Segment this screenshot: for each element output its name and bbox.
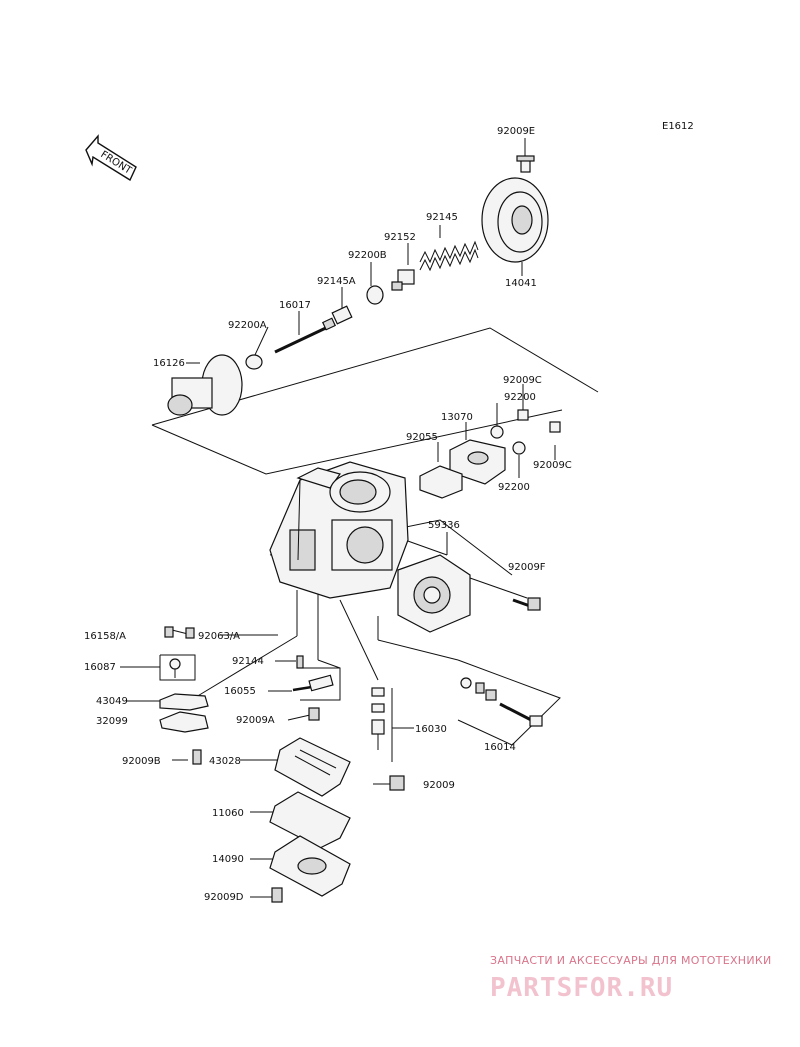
- label-16017: 16017: [279, 300, 311, 311]
- needle-16017: [274, 317, 337, 354]
- label-16055: 16055: [224, 686, 256, 697]
- label-92009E: 92009E: [497, 126, 535, 137]
- label-92200A: 92200A: [228, 320, 267, 331]
- label-16087: 16087: [84, 662, 116, 673]
- screw-92009A: [308, 707, 320, 721]
- label-92009D: 92009D: [204, 892, 244, 903]
- spring-92144: [296, 655, 304, 669]
- watermark: ЗАПЧАСТИ И АКСЕССУАРЫ ДЛЯ МОТОТЕХНИКИ PA…: [490, 954, 772, 1003]
- label-16158A: 16158/A: [84, 631, 126, 642]
- label-92152: 92152: [384, 232, 416, 243]
- label-59336: 59336: [428, 520, 460, 531]
- plate-43028: [274, 737, 351, 797]
- bolt-92009F: [512, 597, 541, 611]
- bolt-92009E: [516, 155, 535, 173]
- cover-14041: [481, 177, 549, 263]
- label-92063A: 92063/A: [198, 631, 240, 642]
- label-11060: 11060: [212, 808, 244, 819]
- screw-92009D: [271, 887, 283, 903]
- plug-16158A: [164, 626, 174, 638]
- assembly-bracket: [151, 327, 599, 475]
- valve-16087: [169, 658, 181, 678]
- spring-92145: [419, 240, 479, 272]
- plate-43049: [159, 693, 209, 711]
- gasket-92055: [419, 465, 463, 499]
- bolt-92009C-a: [517, 409, 529, 421]
- label-92200-a: 92200: [504, 392, 536, 403]
- pump-59336: [397, 554, 471, 633]
- watermark-brand: PARTSFOR.RU: [490, 973, 673, 1003]
- label-92009B: 92009B: [122, 756, 161, 767]
- spring-92145A: [331, 305, 353, 325]
- label-16030: 16030: [415, 724, 447, 735]
- label-92009F: 92009F: [508, 562, 546, 573]
- holder-13070: [449, 439, 506, 485]
- label-16014: 16014: [484, 742, 516, 753]
- diagram-code: E1612: [662, 121, 694, 132]
- washer-92200B: [366, 285, 384, 305]
- carburetor-body: [269, 461, 409, 599]
- label-92009: 92009: [423, 780, 455, 791]
- bolt-92009: [389, 775, 405, 791]
- label-14090: 14090: [212, 854, 244, 865]
- label-92009A: 92009A: [236, 715, 275, 726]
- jet-16030: [371, 687, 385, 750]
- label-14041: 14041: [505, 278, 537, 289]
- washer-92200A: [245, 354, 263, 370]
- label-92009C-a: 92009C: [503, 375, 542, 386]
- label-43028: 43028: [209, 756, 241, 767]
- label-92200B: 92200B: [348, 250, 387, 261]
- label-92144: 92144: [232, 656, 264, 667]
- label-92145: 92145: [426, 212, 458, 223]
- label-92009C-b: 92009C: [533, 460, 572, 471]
- piston-16126: [167, 354, 243, 416]
- screw-16055: [292, 674, 334, 692]
- label-92055: 92055: [406, 432, 438, 443]
- front-arrow-icon: FRONT: [85, 134, 137, 182]
- cover-14090: [269, 835, 351, 897]
- watermark-tagline: ЗАПЧАСТИ И АКСЕССУАРЫ ДЛЯ МОТОТЕХНИКИ: [490, 954, 772, 967]
- washer-92200-a: [490, 425, 504, 439]
- label-92145A: 92145A: [317, 276, 356, 287]
- part-labels: 92009E 92145 92152 92200B 92145A 16017 9…: [84, 126, 572, 903]
- label-32099: 32099: [96, 716, 128, 727]
- plug-92063A: [185, 627, 195, 639]
- leader-lines: [120, 138, 556, 898]
- label-16126: 16126: [153, 358, 185, 369]
- label-43049: 43049: [96, 696, 128, 707]
- fitting-92152: [391, 269, 415, 291]
- plate-32099: [159, 711, 209, 733]
- label-92200-b: 92200: [498, 482, 530, 493]
- screw-16014: [460, 677, 543, 727]
- label-13070: 13070: [441, 412, 473, 423]
- washer-92200-b: [512, 441, 526, 455]
- screw-92009B: [192, 749, 202, 765]
- bolt-92009C-b: [549, 421, 561, 433]
- gasket-11060: [269, 791, 351, 849]
